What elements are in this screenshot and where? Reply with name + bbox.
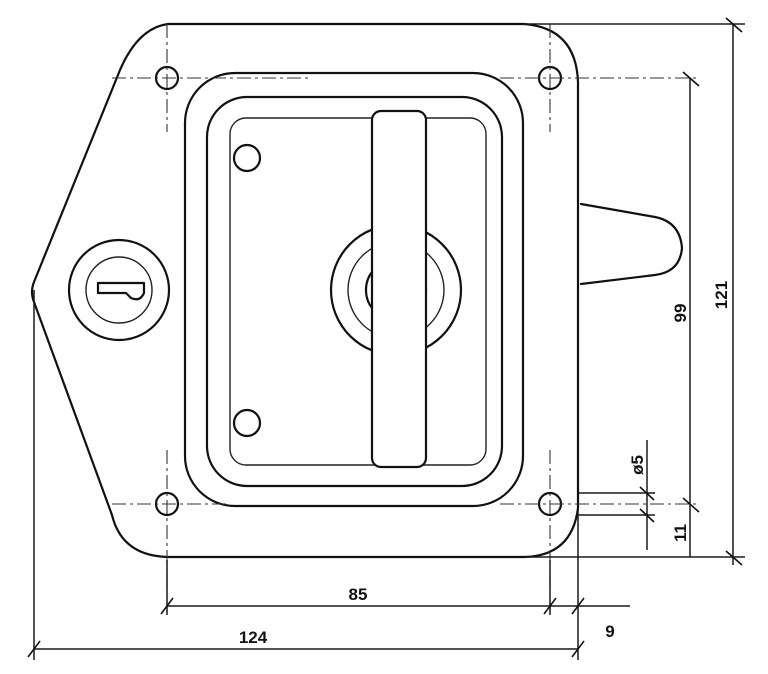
recess-inner <box>229 117 487 466</box>
dimension-label-124: 124 <box>239 628 268 647</box>
dimension-label-99: 99 <box>671 304 690 323</box>
inner-hole-top <box>232 143 262 173</box>
dimension-label-85: 85 <box>349 585 368 604</box>
key-cylinder-icon <box>67 238 171 342</box>
extension-lines <box>33 23 745 660</box>
recess-middle <box>205 95 504 488</box>
dimension-124: 124 <box>27 628 585 658</box>
dimension-99: 99 <box>671 71 700 557</box>
recess-outer <box>183 71 525 508</box>
t-handle <box>370 109 428 469</box>
dimension-label-11: 11 <box>671 524 690 542</box>
latch-tab <box>579 202 684 286</box>
inner-hole-bottom <box>232 408 262 438</box>
dimension-label-diameter: ø5 <box>628 455 647 475</box>
dimension-diameter-5: ø5 <box>628 440 655 550</box>
dimension-121: 121 <box>712 17 743 566</box>
dimension-label-9: 9 <box>605 622 614 641</box>
outer-plate-outline <box>30 22 580 559</box>
dimension-label-121: 121 <box>712 281 731 309</box>
dimension-85: 85 <box>160 585 630 615</box>
